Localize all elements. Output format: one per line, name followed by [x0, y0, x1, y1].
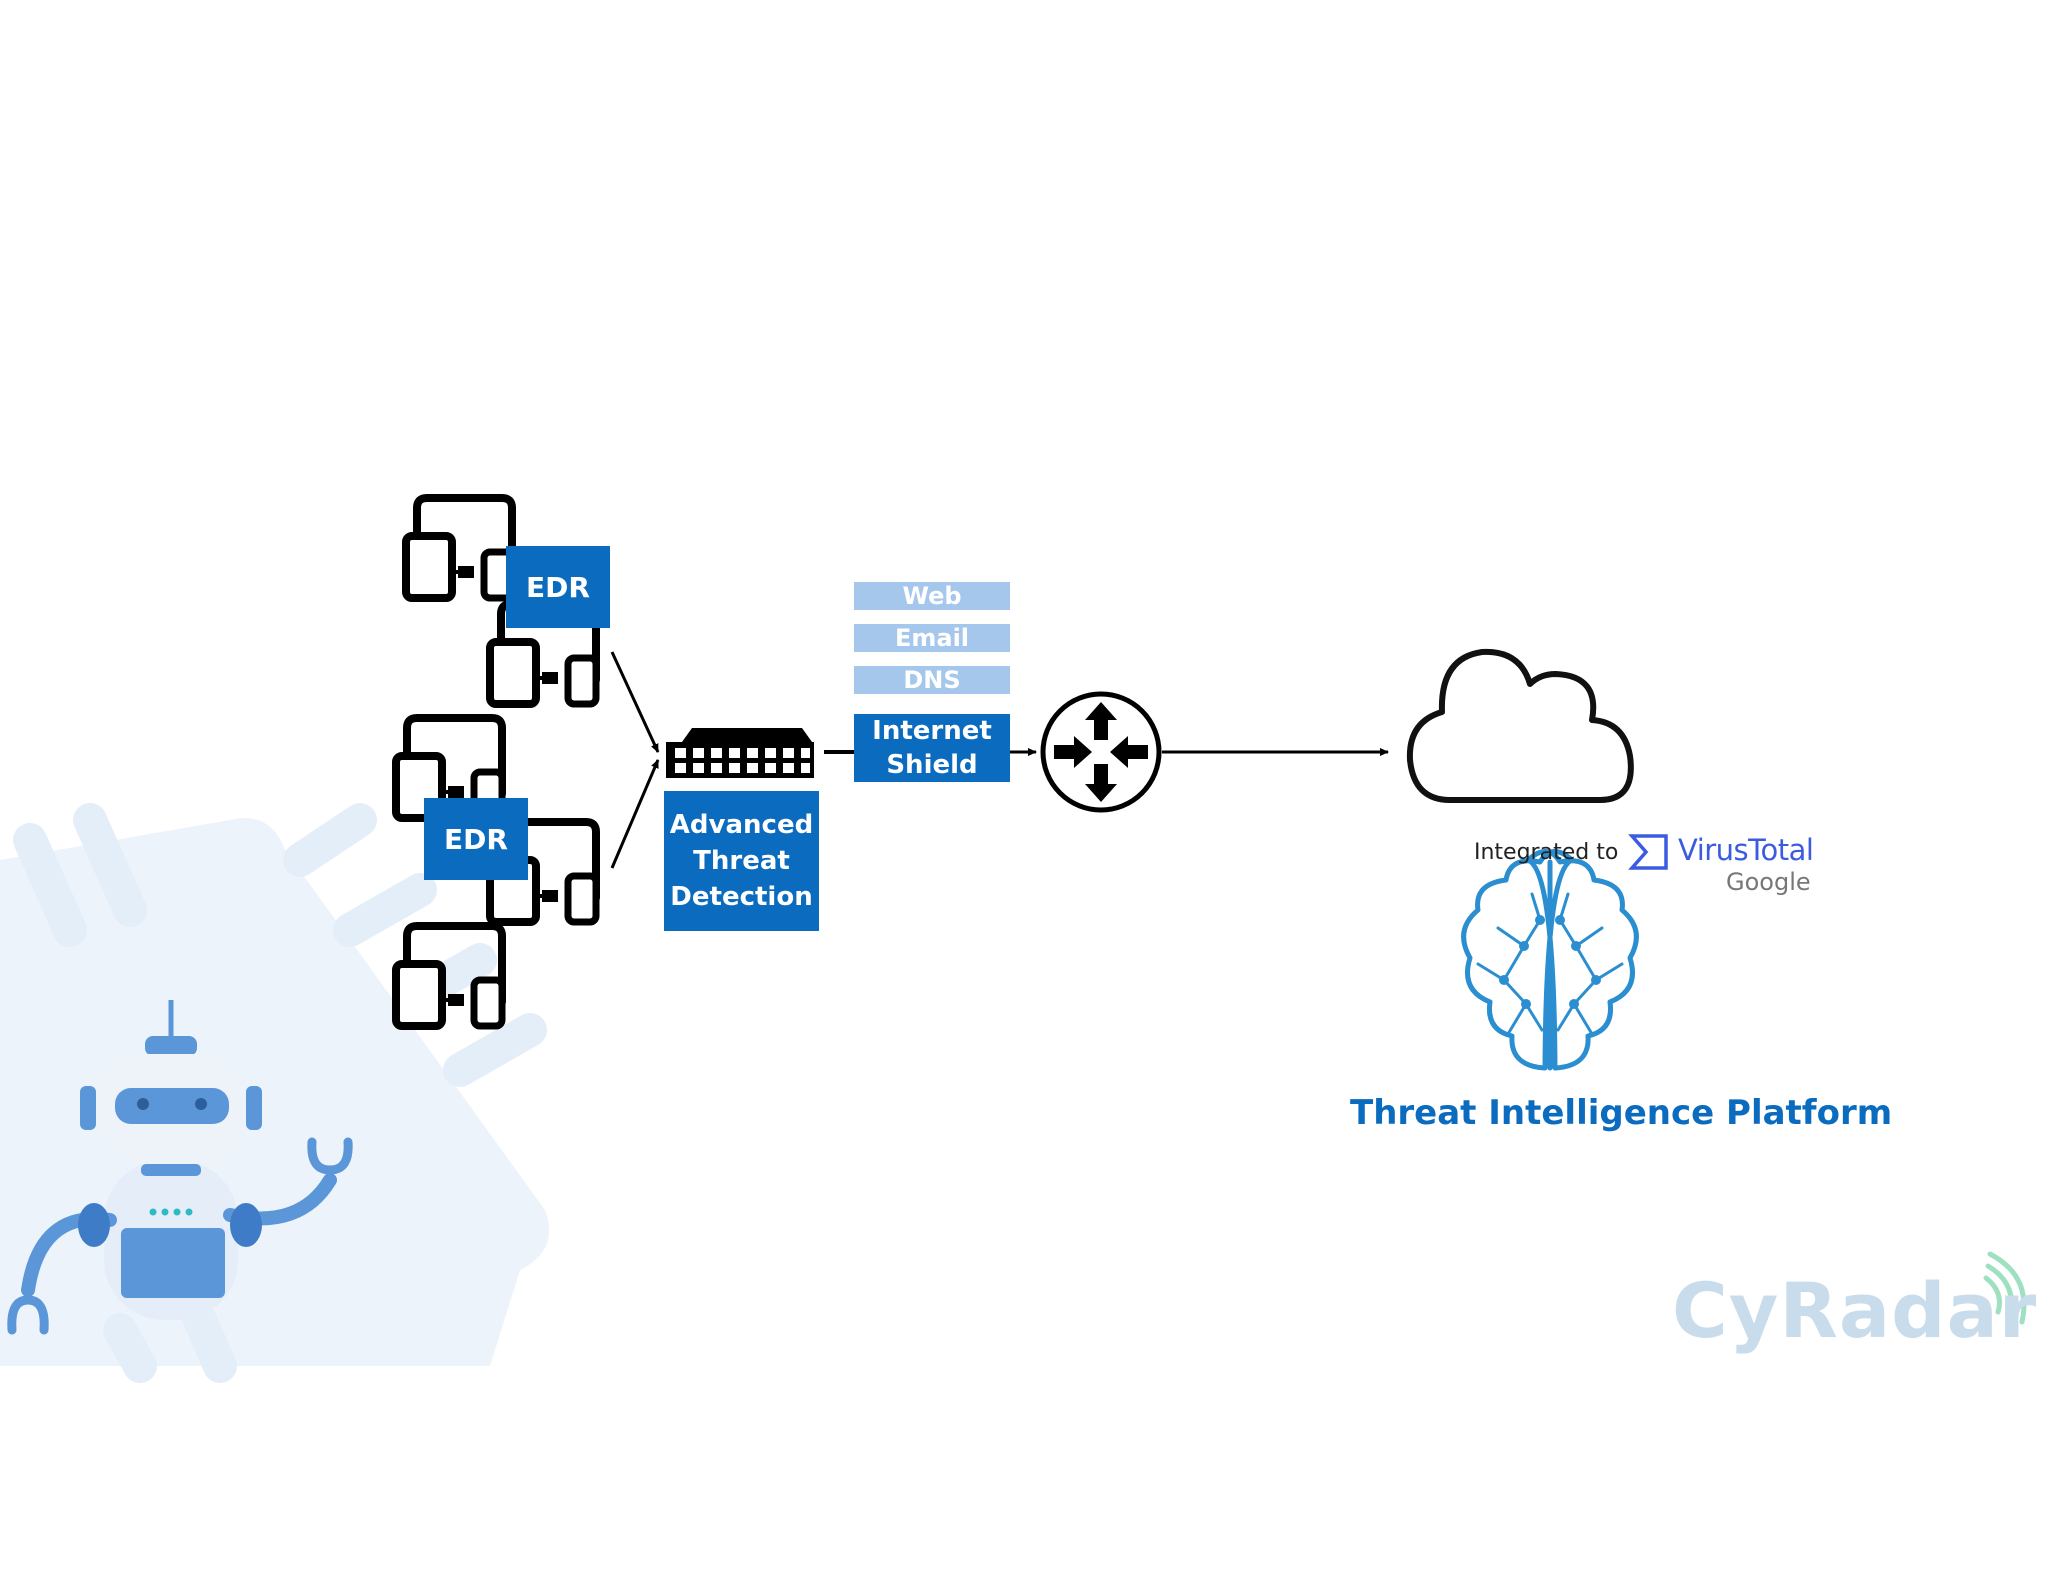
brain-icon [1461, 849, 1639, 1071]
router-icon [1040, 691, 1162, 813]
advanced-threat-detection-box: Advanced Threat Detection [664, 791, 819, 931]
robot-mascot [7, 1000, 353, 1335]
service-dns: DNS [854, 666, 1010, 694]
arrow-edr2-to-atd [610, 759, 660, 869]
virustotal-google-text: Google [1726, 868, 1811, 896]
internet-shield-box: Internet Shield [854, 714, 1010, 782]
cyradar-logo: CyRadar [1672, 1266, 2038, 1355]
switch-icon [666, 728, 814, 778]
edr-label-2: EDR [424, 798, 528, 880]
virustotal-sigma-icon [1628, 834, 1668, 870]
edr-label-1: EDR [506, 546, 610, 628]
service-web: Web [854, 582, 1010, 610]
threat-intelligence-platform-label: Threat Intelligence Platform [1350, 1093, 1893, 1133]
cyradar-signal-icon [1983, 1251, 2027, 1325]
cloud-outline [1406, 648, 1634, 803]
integrated-to-label: Integrated to [1474, 840, 1619, 865]
device-group-1 [406, 498, 512, 598]
arrow-edr1-to-atd [610, 651, 660, 753]
virustotal-logo-text: VirusTotal [1678, 833, 1814, 867]
service-email: Email [854, 624, 1010, 652]
